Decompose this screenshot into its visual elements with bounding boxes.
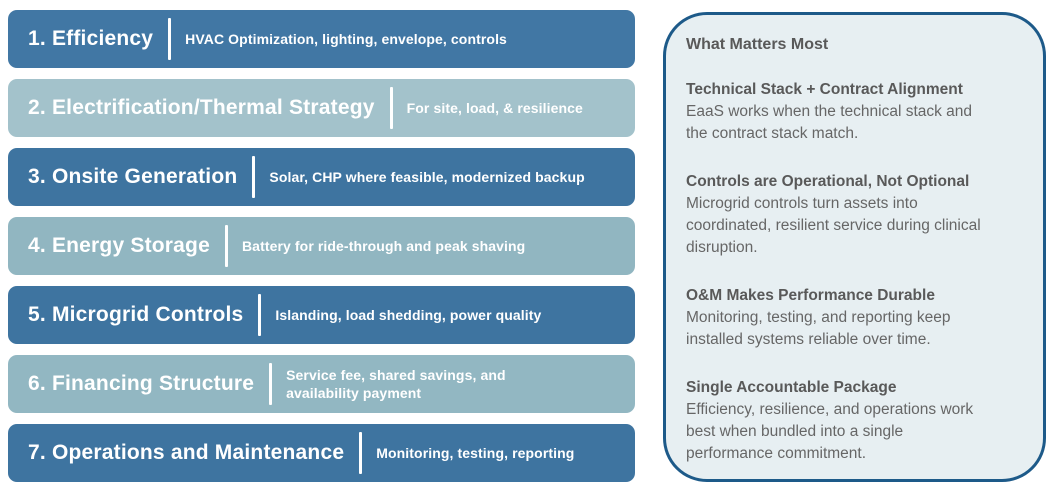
section-body: Efficiency, resilience, and operations w… bbox=[686, 401, 974, 462]
row-description: Battery for ride-through and peak shavin… bbox=[241, 237, 526, 254]
row-title: 1. Efficiency bbox=[28, 27, 154, 50]
section-body: Monitoring, testing, and reporting keep … bbox=[686, 309, 951, 348]
divider-line bbox=[252, 156, 256, 198]
section-heading: Technical Stack + Contract Alignment bbox=[686, 81, 963, 98]
row-description: Service fee, shared savings, and availab… bbox=[286, 366, 506, 401]
row-5-microgrid-controls: 5. Microgrid Controls Islanding, load sh… bbox=[8, 286, 635, 344]
divider-line bbox=[224, 225, 228, 267]
row-1-efficiency: 1. Efficiency HVAC Optimization, lightin… bbox=[8, 10, 635, 68]
divider-line bbox=[258, 294, 262, 336]
row-title: 2. Electrification/Thermal Strategy bbox=[28, 96, 375, 119]
panel-section-single-package: Single Accountable Package Efficiency, r… bbox=[686, 377, 1035, 465]
row-title: 3. Onsite Generation bbox=[28, 165, 238, 188]
row-3-onsite-generation: 3. Onsite Generation Solar, CHP where fe… bbox=[8, 148, 635, 206]
panel-section-technical-stack: Technical Stack + Contract Alignment Eaa… bbox=[686, 79, 1035, 145]
section-heading: O&M Makes Performance Durable bbox=[686, 287, 935, 304]
panel-title: What Matters Most bbox=[686, 36, 829, 53]
row-description: Islanding, load shedding, power quality bbox=[275, 306, 542, 323]
row-title: 6. Financing Structure bbox=[28, 372, 255, 395]
section-body: Microgrid controls turn assets into coor… bbox=[686, 195, 981, 256]
row-2-electrification-thermal: 2. Electrification/Thermal Strategy For … bbox=[8, 79, 635, 137]
row-description: HVAC Optimization, lighting, envelope, c… bbox=[185, 30, 507, 47]
row-description: Solar, CHP where feasible, modernized ba… bbox=[269, 168, 585, 185]
panel-section-controls-operational: Controls are Operational, Not Optional M… bbox=[686, 171, 1035, 259]
divider-line bbox=[389, 87, 393, 129]
section-heading: Single Accountable Package bbox=[686, 379, 897, 396]
row-4-energy-storage: 4. Energy Storage Battery for ride-throu… bbox=[8, 217, 635, 275]
section-heading: Controls are Operational, Not Optional bbox=[686, 173, 970, 190]
row-6-financing-structure: 6. Financing Structure Service fee, shar… bbox=[8, 355, 635, 413]
divider-line bbox=[359, 432, 363, 474]
row-title: 7. Operations and Maintenance bbox=[28, 441, 345, 464]
row-7-operations-maintenance: 7. Operations and Maintenance Monitoring… bbox=[8, 424, 635, 482]
divider-line bbox=[269, 363, 273, 405]
row-title: 5. Microgrid Controls bbox=[28, 303, 244, 326]
row-title: 4. Energy Storage bbox=[28, 234, 210, 257]
section-body: EaaS works when the technical stack and … bbox=[686, 103, 973, 142]
what-matters-most-panel: What Matters Most Technical Stack + Cont… bbox=[663, 12, 1046, 482]
divider-line bbox=[168, 18, 172, 60]
row-description: Monitoring, testing, reporting bbox=[376, 444, 575, 461]
panel-section-om-durable: O&M Makes Performance Durable Monitoring… bbox=[686, 285, 1035, 351]
energy-stack-list: 1. Efficiency HVAC Optimization, lightin… bbox=[8, 10, 635, 482]
row-description: For site, load, & resilience bbox=[406, 99, 583, 116]
